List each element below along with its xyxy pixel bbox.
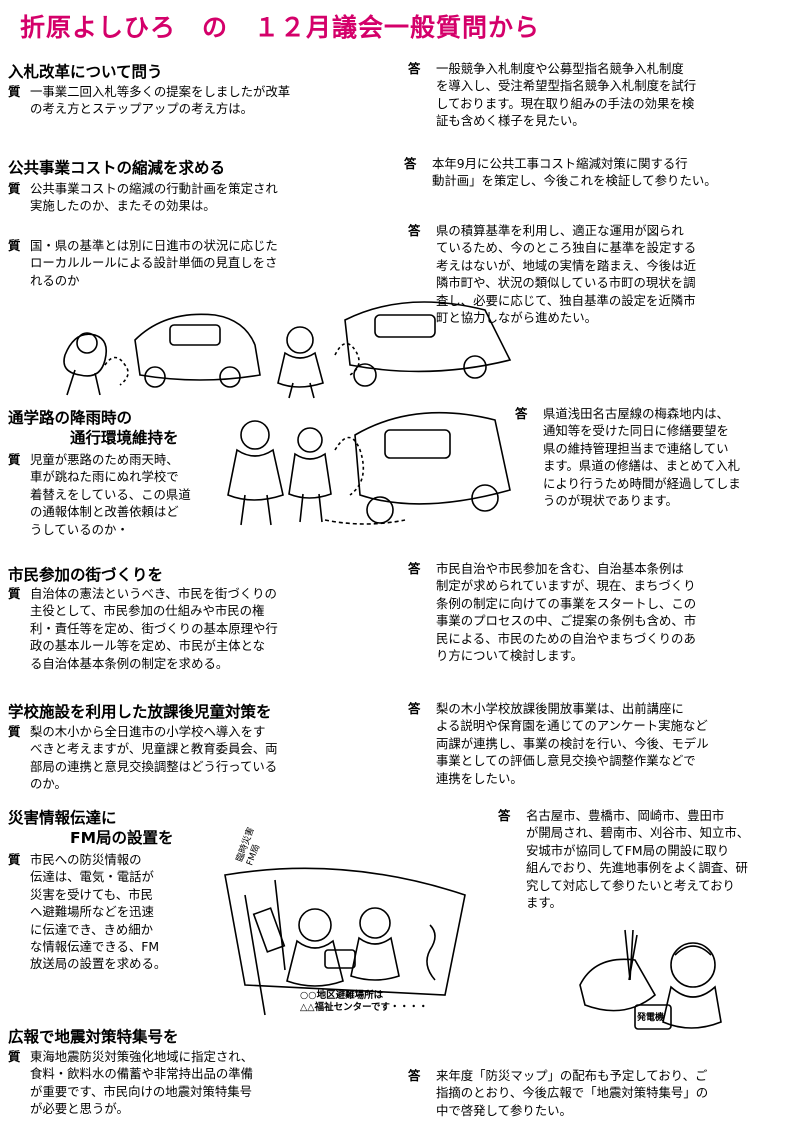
question-text: 児童が悪路のため雨天時、 車が跳ねた雨にぬれ学校で 着替えをしている、この県道 … [30,452,191,537]
answer-text: 梨の木小学校放課後開放事業は、出前講座に よる説明や保育園を通じてのアンケート実… [436,701,709,786]
question-mark: 質 [8,852,21,867]
question-citizen-participation: 質 自治体の憲法というべき、市民を街づくりの 主役として、市民参加の仕組みや市民… [8,585,393,672]
answer-fm-station: 答 名古屋市、豊橋市、岡崎市、豊田市 が開局され、碧南市、刈谷市、知立市、 安城… [498,807,790,911]
topic-school-route: 通学路の降雨時の 通行環境維持を [8,409,179,447]
question-mark: 質 [8,586,21,601]
question-bid-reform: 質 一事業二回入札等多くの提案をしましたが改革 の考え方とステップアップの考え方… [8,83,388,118]
question-mark: 質 [8,84,21,99]
topic-citizen-participation: 市民参加の街づくりを [8,566,164,584]
question-local-rule: 質 国・県の基準とは別に日進市の状況に応じた ローカルルールによる設計単価の見直… [8,237,388,289]
topic-fm-station: 災害情報伝達に FM局の設置を [8,809,174,847]
page-title: 折原よしひろ の １２月議会一般質問から [20,13,541,42]
answer-mark: 答 [408,61,421,76]
illustration-children-splashed [215,400,515,535]
question-cost-reduction: 質 公共事業コストの縮減の行動計画を策定され 実施したのか、またその効果は。 [8,180,388,215]
question-text: 市民への防災情報の 伝達は、電気・電話が 災害を受けても、市民 へ避難場所などを… [30,852,167,972]
question-mark: 質 [8,452,21,467]
answer-text: 県の積算基準を利用し、適正な運用が図られ ているため、今のところ独自に基準を設定… [436,223,697,326]
answer-mark: 答 [408,701,421,716]
question-after-school: 質 梨の木小から全日進市の小学校へ導入をす べきと考えますが、児童課と教育委員会… [8,723,393,793]
question-text: 東海地震防災対策強化地域に指定され、 食料・飲料水の備蓄や非常持出品の準備 が重… [30,1049,254,1117]
topic-cost-reduction: 公共事業コストの縮減を求める [8,159,226,177]
illustration-cars-splashing [45,295,525,400]
question-mark: 質 [8,181,21,196]
question-text: 一事業二回入札等多くの提案をしましたが改革 の考え方とステップアップの考え方は。 [30,84,291,117]
answer-bid-reform: 答 一般競争入札制度や公募型指名競争入札制度 を導入し、受注希望型指名競争入札制… [408,60,788,130]
illustration-fm-broadcast: 臨時災害 FM局 ○○地区避難場所は △△福祉センターです・・・・ [205,826,485,1025]
topic-after-school: 学校施設を利用した放課後児童対策を [8,703,272,721]
answer-after-school: 答 梨の木小学校放課後開放事業は、出前講座に よる説明や保育園を通じてのアンケー… [408,700,788,787]
answer-mark: 答 [515,406,528,421]
answer-text: 市民自治や市民参加を含む、自治基本条例は 制定が求められていますが、現在、まちづ… [436,561,697,664]
answer-text: 県道浅田名古屋線の梅森地内は、 通知等を受けた同日に修繕要望を 県の維持管理担当… [543,406,741,509]
answer-text: 本年9月に公共工事コスト縮減対策に関する行 動計画」を策定し、今後これを検証して… [432,156,717,189]
question-mark: 質 [8,1049,21,1064]
answer-mark: 答 [404,156,417,171]
answer-mark: 答 [498,808,511,823]
question-school-route: 質 児童が悪路のため雨天時、 車が跳ねた雨にぬれ学校で 着替えをしている、この県… [8,451,238,538]
answer-text: 名古屋市、豊橋市、岡崎市、豊田市 が開局され、碧南市、刈谷市、知立市、 安城市が… [526,808,750,911]
question-text: 国・県の基準とは別に日進市の状況に応じた ローカルルールによる設計単価の見直しを… [30,238,278,288]
question-mark: 質 [8,238,21,253]
answer-citizen-participation: 答 市民自治や市民参加を含む、自治基本条例は 制定が求められていますが、現在、ま… [408,560,788,664]
question-text: 公共事業コストの縮減の行動計画を策定され 実施したのか、またその効果は。 [30,181,278,214]
answer-school-route: 答 県道浅田名古屋線の梅森地内は、 通知等を受けた同日に修繕要望を 県の維持管理… [515,405,790,509]
answer-mark: 答 [408,223,421,238]
topic-earthquake-issue: 広報で地震対策特集号を [8,1028,179,1046]
answer-text: 一般競争入札制度や公募型指名競争入札制度 を導入し、受注希望型指名競争入札制度を… [436,61,697,129]
generator-label: 発電機 [637,1013,665,1023]
question-mark: 質 [8,724,21,739]
answer-text: 来年度「防災マップ」の配布も予定しており、ご 指摘のとおり、今後広報で「地震対策… [436,1068,709,1118]
answer-earthquake-issue: 答 来年度「防災マップ」の配布も予定しており、ご 指摘のとおり、今後広報で「地震… [408,1067,788,1119]
question-earthquake-issue: 質 東海地震防災対策強化地域に指定され、 食料・飲料水の備蓄や非常持出品の準備 … [8,1048,338,1118]
answer-local-rule: 答 県の積算基準を利用し、適正な運用が図られ ているため、今のところ独自に基準を… [408,222,788,326]
answer-mark: 答 [408,561,421,576]
illustration-radio-generator: 発電機 [575,925,735,1035]
fm-caption: ○○地区避難場所は △△福祉センターです・・・・ [300,990,429,1013]
topic-bid-reform: 入札改革について問う [8,63,163,81]
question-text: 自治体の憲法というべき、市民を街づくりの 主役として、市民参加の仕組みや市民の権… [30,586,278,671]
question-fm-station: 質 市民への防災情報の 伝達は、電気・電話が 災害を受けても、市民 へ避難場所な… [8,851,208,973]
answer-cost-reduction: 答 本年9月に公共工事コスト縮減対策に関する行 動計画」を策定し、今後これを検証… [404,155,789,190]
answer-mark: 答 [408,1068,421,1083]
question-text: 梨の木小から全日進市の小学校へ導入をす べきと考えますが、児童課と教育委員会、両… [30,724,278,792]
